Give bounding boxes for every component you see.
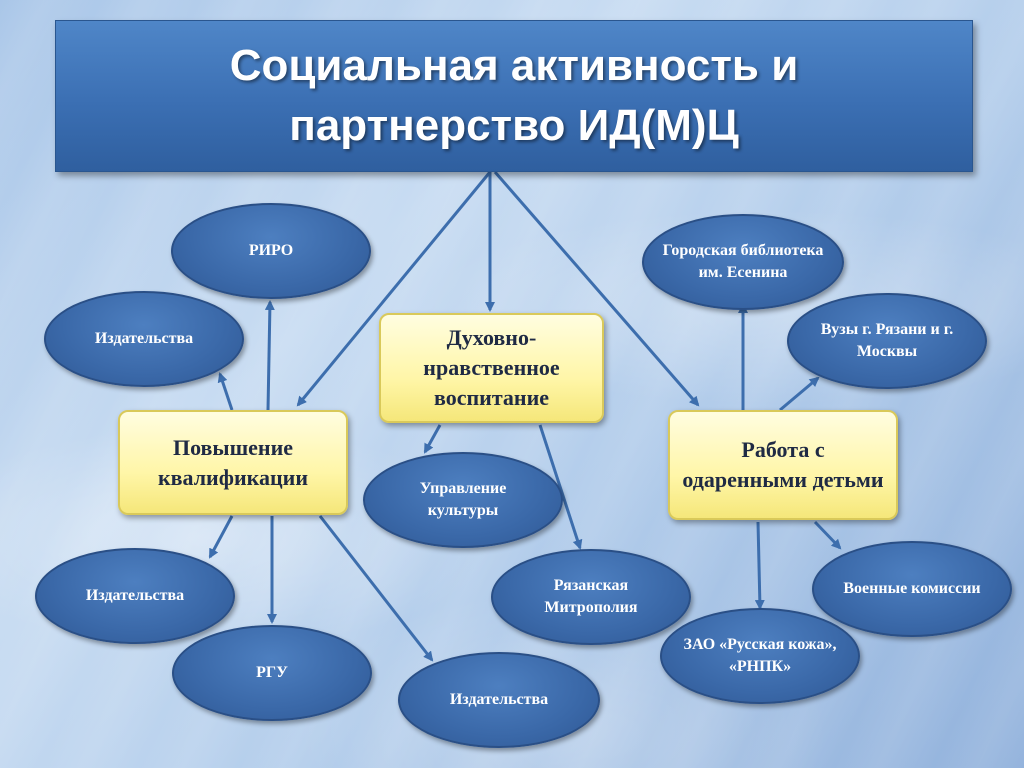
- partner-rgu-label: РГУ: [256, 664, 288, 681]
- arrow-gifted-to-zao: [754, 521, 765, 610]
- arrow-title-to-qualification: [296, 171, 492, 407]
- partner-library-label: Городская библиотека им. Есенина: [662, 242, 824, 281]
- arrow-gifted-to-universities: [779, 376, 820, 412]
- hub-qualification: Повышение квалификации: [118, 410, 348, 515]
- page-title: Социальная активность и партнерство ИД(М…: [229, 41, 799, 150]
- hub-gifted-label: Работа с одаренными детьми: [682, 437, 884, 492]
- partner-metropolis-label: Рязанская Митрополия: [544, 577, 638, 616]
- partner-publishers-left-bottom-label: Издательства: [85, 587, 185, 604]
- partner-riro: РИРО: [171, 203, 371, 299]
- arrow-qualification-to-publishers-top: [217, 372, 234, 411]
- arrow-spiritual-to-culture: [423, 424, 442, 454]
- partner-publishers-bottom-label: Издательства: [449, 691, 549, 708]
- partner-library: Городская библиотека им. Есенина: [642, 214, 844, 310]
- partner-zao-label: ЗАО «Русская кожа», «РНПК»: [683, 636, 837, 675]
- arrow-qualification-to-publishers-bottom: [208, 515, 234, 559]
- partner-publishers-left-top-label: Издательства: [94, 330, 194, 347]
- arrow-gifted-to-military: [813, 520, 842, 550]
- partner-publishers-left-bottom: Издательства: [35, 548, 235, 644]
- partner-metropolis: Рязанская Митрополия: [491, 549, 691, 645]
- partner-universities-label: Вузы г. Рязани и г. Москвы: [820, 321, 954, 360]
- partner-publishers-bottom: Издательства: [398, 652, 600, 748]
- hub-spiritual-label: Духовно-нравственное воспитание: [423, 325, 560, 410]
- partner-military: Военные комиссии: [812, 541, 1012, 637]
- arrow-qualification-to-riro: [264, 300, 275, 411]
- title-banner: Социальная активность и партнерство ИД(М…: [55, 20, 973, 172]
- partner-riro-label: РИРО: [248, 242, 294, 259]
- hub-gifted: Работа с одаренными детьми: [668, 410, 898, 520]
- hub-qualification-label: Повышение квалификации: [157, 434, 309, 490]
- arrow-title-to-gifted: [493, 171, 700, 407]
- partner-rgu: РГУ: [172, 625, 372, 721]
- arrow-qualification-to-publishers-low: [318, 515, 434, 662]
- partner-publishers-left-top: Издательства: [44, 291, 244, 387]
- partner-military-label: Военные комиссии: [843, 580, 981, 597]
- partner-universities: Вузы г. Рязани и г. Москвы: [787, 293, 987, 389]
- partner-culture-label: Управление культуры: [419, 480, 507, 519]
- hub-spiritual: Духовно-нравственное воспитание: [379, 313, 604, 423]
- partner-zao: ЗАО «Русская кожа», «РНПК»: [660, 608, 860, 704]
- partner-culture: Управление культуры: [363, 452, 563, 548]
- arrow-spiritual-to-metropolis: [538, 424, 583, 550]
